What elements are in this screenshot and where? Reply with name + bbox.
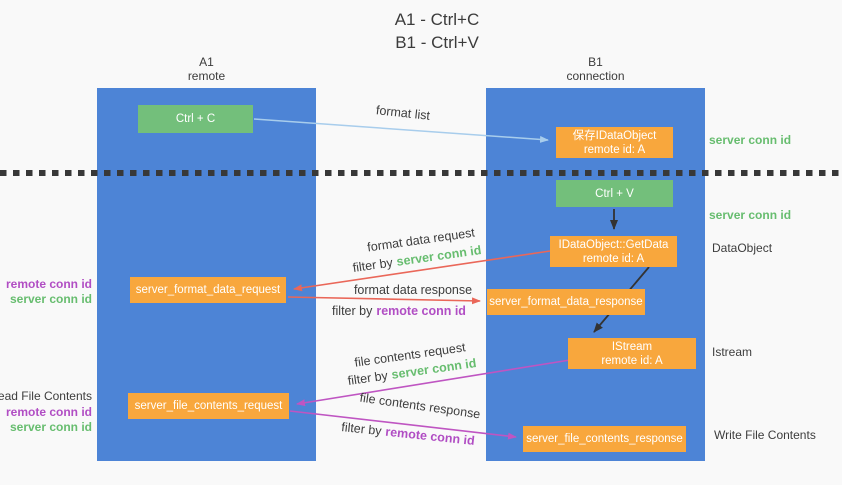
dashed-divider bbox=[0, 170, 842, 176]
box-file-resp-label: server_file_contents_response bbox=[526, 433, 683, 445]
box-save-idataobject: 保存IDataObject remote id: A bbox=[556, 127, 673, 158]
box-save-line1: 保存IDataObject bbox=[572, 129, 657, 142]
box-server-file-contents-response: server_file_contents_response bbox=[523, 426, 686, 452]
label-server-conn-id-2: server conn id bbox=[9, 420, 92, 434]
label-write-file-contents: Write File Contents bbox=[714, 428, 816, 442]
box-ctrl-c: Ctrl + C bbox=[138, 105, 253, 133]
arrow-format-data-response bbox=[287, 296, 481, 305]
title-line-a1: A1 - Ctrl+C bbox=[394, 10, 480, 29]
box-ctrl-v-label: Ctrl + V bbox=[595, 187, 634, 200]
diagram-title: A1 - Ctrl+C B1 - Ctrl+V bbox=[337, 8, 537, 54]
box-istream: IStream remote id: A bbox=[568, 338, 696, 369]
label-remote-conn-id-1: remote conn id bbox=[5, 277, 92, 291]
lane-a1-subtitle: remote bbox=[187, 69, 226, 83]
remote-conn-id-text: remote conn id bbox=[376, 304, 466, 318]
label-conn-ids-format: remote conn id server conn id bbox=[6, 277, 92, 307]
label-read-file-contents: Read File Contents bbox=[0, 389, 92, 403]
arrow-file-contents-response bbox=[289, 410, 517, 440]
box-istream-line1: IStream bbox=[611, 340, 653, 353]
box-format-resp-label: server_format_data_response bbox=[489, 296, 643, 308]
lane-b1-name: B1 bbox=[588, 55, 603, 69]
label-conn-ids-file: remote conn id server conn id bbox=[6, 405, 92, 435]
box-format-req-label: server_format_data_request bbox=[135, 284, 281, 296]
box-getdata-line1: IDataObject::GetData bbox=[558, 238, 669, 251]
box-server-format-data-response: server_format_data_response bbox=[487, 289, 645, 315]
label-dataobject: DataObject bbox=[712, 241, 773, 255]
lane-header-b1: B1 connection bbox=[486, 55, 705, 83]
box-getdata-line2: remote id: A bbox=[582, 252, 645, 265]
box-save-line2: remote id: A bbox=[583, 143, 646, 156]
title-line-b1: B1 - Ctrl+V bbox=[395, 33, 479, 52]
box-istream-line2: remote id: A bbox=[601, 354, 663, 367]
label-remote-conn-id-2: remote conn id bbox=[5, 405, 92, 419]
label-format-data-response: format data response bbox=[353, 283, 473, 297]
lane-a1-name: A1 bbox=[199, 55, 214, 69]
box-server-format-data-request: server_format_data_request bbox=[130, 277, 286, 303]
arrow-format-list bbox=[253, 118, 549, 143]
label-server-conn-id-top: server conn id bbox=[709, 133, 792, 147]
arrow-file-contents-request bbox=[296, 359, 571, 407]
box-ctrl-v: Ctrl + V bbox=[556, 180, 673, 207]
label-istream: Istream bbox=[712, 345, 753, 359]
box-file-req-label: server_file_contents_request bbox=[134, 400, 283, 412]
box-ctrl-c-label: Ctrl + C bbox=[175, 113, 216, 125]
filter-by-text: filter by bbox=[332, 304, 373, 318]
lane-b1-subtitle: connection bbox=[566, 69, 625, 83]
lane-header-a1: A1 remote bbox=[97, 55, 316, 83]
arrow-format-data-request bbox=[293, 250, 551, 292]
label-server-conn-id-mid: server conn id bbox=[709, 208, 792, 222]
label-server-conn-id-1: server conn id bbox=[9, 292, 92, 306]
box-idataobject-getdata: IDataObject::GetData remote id: A bbox=[550, 236, 677, 267]
box-server-file-contents-request: server_file_contents_request bbox=[128, 393, 289, 419]
